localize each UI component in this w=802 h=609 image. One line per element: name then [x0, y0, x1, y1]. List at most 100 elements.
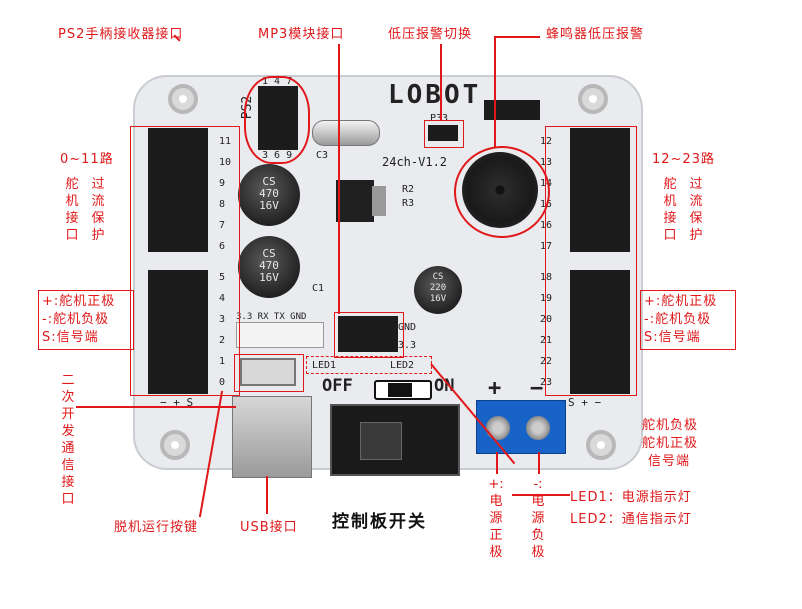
uart-line [76, 406, 236, 408]
left-range-label: 0~11路 [60, 152, 114, 167]
usb-port-label: USB接口 [240, 520, 298, 535]
switch-slider[interactable] [360, 422, 402, 460]
right-overcurrent-label: 过流保护 [689, 177, 703, 243]
r3-label: R3 [402, 198, 415, 209]
led1-silk: LED1 [312, 360, 337, 371]
board-switch-label: 控制板开关 [332, 512, 427, 532]
usb-line [266, 476, 268, 514]
ch-22: 22 [540, 356, 553, 367]
left-legend-signal: S:信号端 [42, 330, 99, 345]
ch-23: 23 [540, 377, 553, 388]
button-box [234, 354, 304, 392]
buzzer-line-v [494, 36, 496, 148]
p33-label: P33 [430, 113, 448, 124]
ch-12: 12 [540, 136, 553, 147]
ch-11: 11 [219, 136, 232, 147]
ch-2: 2 [219, 335, 226, 346]
buzzer-header [484, 100, 540, 120]
left-legend-box [38, 290, 134, 350]
ch-6: 6 [219, 241, 226, 252]
v33-label: 3.3 [398, 340, 417, 351]
p33-jumper[interactable] [428, 125, 458, 141]
mp3-box [334, 312, 404, 358]
led-box [306, 356, 432, 374]
left-channel-numbers: 11 10 9 8 7 6 5 4 3 2 1 0 [219, 136, 235, 398]
off-label: OFF [322, 376, 353, 396]
offline-run-button[interactable] [240, 358, 296, 386]
ch-21: 21 [540, 335, 553, 346]
ch-10: 10 [219, 157, 232, 168]
regulator-tab [372, 186, 386, 216]
servo-neg-label: 舵机负极 [642, 418, 699, 433]
usb-connector[interactable] [232, 396, 312, 478]
ch-1: 1 [219, 356, 226, 367]
c3-label: C3 [316, 150, 329, 161]
terminal-plus: + [488, 376, 502, 401]
ch-5: 5 [219, 272, 226, 283]
left-servo-header-lower [148, 270, 208, 394]
led1-label: LED1：电源指示灯 [570, 490, 692, 505]
small-switch-knob [388, 383, 412, 397]
c1-label: C1 [312, 283, 325, 294]
cap1-text: CS 470 16V [259, 175, 279, 212]
buzzer-label: 蜂鸣器低压报警 [546, 27, 645, 42]
right-legend-signal: S:信号端 [644, 330, 701, 345]
ch-19: 19 [540, 293, 553, 304]
r2-label: R2 [402, 184, 415, 195]
right-legend-minus: -:舵机负极 [644, 312, 712, 327]
ch-18: 18 [540, 272, 553, 283]
terminal-screw-minus [526, 416, 550, 440]
buzzer-line-h [494, 36, 540, 38]
right-legend-box [640, 290, 736, 350]
capacitor-1 [238, 164, 300, 226]
right-servo-header-upper [570, 128, 630, 252]
buzzer-highlight [454, 146, 550, 238]
left-legend-minus: -:舵机负极 [42, 312, 110, 327]
ch-0: 0 [219, 377, 226, 388]
minus-line [538, 452, 540, 474]
right-servo-header-lower [570, 270, 630, 394]
mp3-line [338, 44, 340, 314]
mount-hole-bl [160, 430, 190, 460]
voltage-regulator [336, 180, 374, 222]
secondary-dev-label: 二次开发通信接口 [61, 373, 75, 507]
mount-hole-tr [578, 84, 608, 114]
mp3-label: MP3模块接口 [258, 27, 345, 42]
ch-8: 8 [219, 199, 226, 210]
ch-13: 13 [540, 157, 553, 168]
signal-end-label: 信号端 [648, 454, 691, 469]
plus-line [496, 452, 498, 474]
mount-hole-tl [168, 84, 198, 114]
ps2-highlight [244, 76, 310, 164]
ch-16: 16 [540, 220, 553, 231]
power-plus-label: +:电源正极 [488, 477, 504, 560]
logo-text: LOBOT [388, 80, 482, 110]
gnd-label: GND [398, 322, 417, 333]
left-servo-port-label: 舵机接口 [65, 177, 79, 243]
left-servo-header-upper [148, 128, 208, 252]
mp3-header [338, 316, 398, 352]
on-label: ON [434, 376, 455, 396]
ch-9: 9 [219, 178, 226, 189]
bottom-pin-labels: − + S [160, 396, 194, 409]
right-servo-box [545, 126, 637, 396]
right-pin-labels: S + − [568, 396, 602, 409]
ch-20: 20 [540, 314, 553, 325]
mount-hole-br [586, 430, 616, 460]
cap3-text: CS 220 16V [429, 272, 447, 304]
right-range-label: 12~23路 [652, 152, 715, 167]
led2-silk: LED2 [390, 360, 415, 371]
capacitor-2 [238, 236, 300, 298]
crystal [312, 120, 380, 146]
left-overcurrent-label: 过流保护 [91, 177, 105, 243]
cap2-text: CS 470 16V [259, 247, 279, 284]
right-servo-port-label: 舵机接口 [663, 177, 677, 243]
ch-17: 17 [540, 241, 553, 252]
left-servo-box [130, 126, 240, 396]
right-legend-plus: +:舵机正极 [644, 294, 718, 309]
power-minus-label: -:电源负极 [531, 477, 545, 560]
ch-4: 4 [219, 293, 226, 304]
p33-box [424, 120, 464, 148]
capacitor-3 [414, 266, 462, 314]
led2-label: LED2：通信指示灯 [570, 512, 692, 527]
